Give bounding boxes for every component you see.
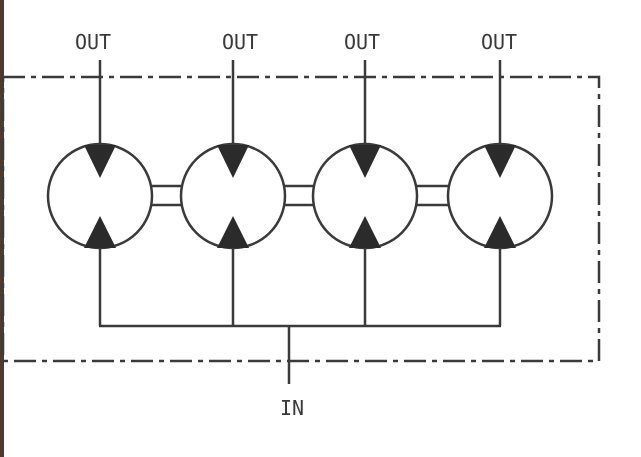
enclosure-boundary (1, 75, 601, 363)
pump-symbol-4 (446, 142, 554, 250)
input-manifold: IN (98, 248, 502, 420)
output-label-1: OUT (75, 30, 111, 54)
pump-outlet-triangle (349, 145, 381, 178)
pump-outlet-triangle (84, 145, 116, 178)
shaft-couplings (152, 184, 449, 207)
pump-symbol-2 (179, 142, 287, 250)
pump-inlet-triangle (349, 216, 381, 248)
pump-inlet-triangle (484, 216, 516, 248)
pump-outlet-triangle (484, 145, 516, 178)
pump-inlet-triangle (84, 216, 116, 248)
pump-symbol-3 (311, 142, 419, 250)
output-label-2: OUT (222, 30, 258, 54)
output-ports: OUT OUT OUT OUT (75, 30, 517, 145)
output-label-3: OUT (344, 30, 380, 54)
output-label-4: OUT (481, 30, 517, 54)
pump-symbol-1 (46, 142, 154, 250)
pump-inlet-triangle (217, 216, 249, 248)
pump-outlet-triangle (217, 145, 249, 178)
input-label: IN (280, 396, 304, 420)
